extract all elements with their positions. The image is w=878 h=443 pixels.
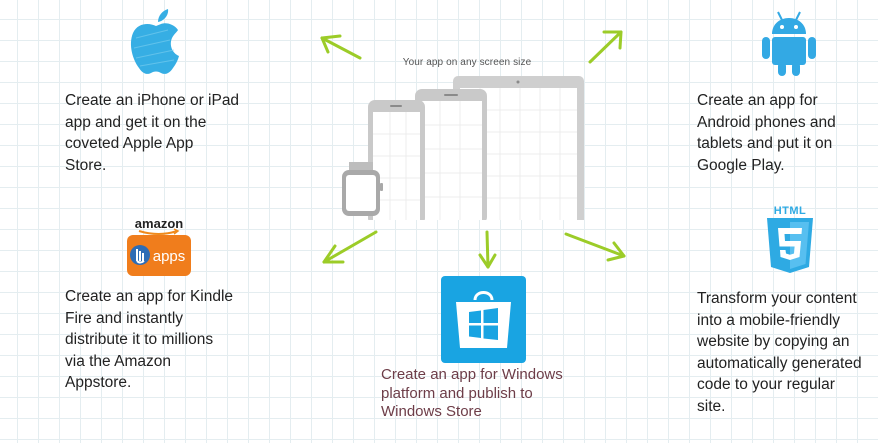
watch-device (342, 162, 383, 216)
amazon-logo-text: amazon (135, 216, 183, 231)
devices-illustration (340, 70, 590, 226)
windows-store-icon (441, 276, 526, 363)
apps-badge-text: apps (153, 248, 186, 265)
arrow-to-ios (320, 34, 362, 60)
arrow-to-android (588, 30, 623, 64)
kindle-description: Create an app for Kindle Fire and instan… (65, 288, 234, 391)
arrow-to-amazon (322, 230, 378, 264)
html-logo-text: HTML (774, 205, 807, 217)
windows-description: Create an app for Windows platform and p… (381, 366, 563, 420)
apple-logo-icon (128, 8, 184, 76)
large-phone-device (415, 89, 487, 224)
amazon-apps-icon: amazon apps (125, 213, 193, 277)
devices-caption: Your app on any screen size (402, 57, 532, 68)
arrow-to-windows (478, 230, 497, 269)
small-phone-device (368, 100, 425, 225)
android-robot-icon (760, 10, 818, 78)
arrow-to-html5 (564, 232, 626, 262)
android-description: Create an app for Android phones and tab… (697, 92, 836, 174)
html5-description: Transform your content into a mobile-fri… (697, 290, 862, 415)
html5-shield-icon: HTML (764, 203, 816, 275)
ios-description: Create an iPhone or iPad app and get it … (65, 92, 240, 174)
